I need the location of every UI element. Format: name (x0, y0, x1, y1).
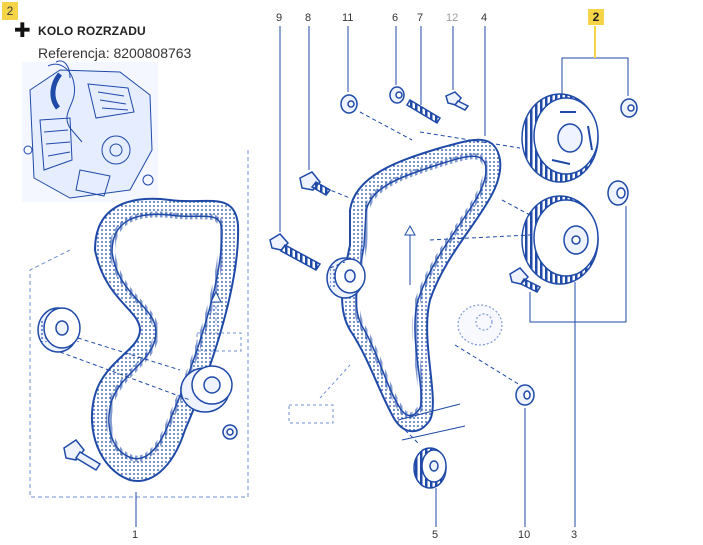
dashed-callout-center (288, 364, 351, 424)
part-reference: Referencja: 8200808763 (38, 45, 192, 61)
cap-lower (607, 180, 629, 206)
dashed-callout-left (196, 300, 242, 352)
washer-10 (515, 384, 535, 406)
spacer-6 (389, 86, 405, 104)
callout-2-selected[interactable]: 2 (588, 9, 604, 25)
callout-11[interactable]: 11 (342, 12, 354, 24)
camshaft-sprocket-upper (521, 93, 599, 183)
idler-pulley-left (37, 307, 81, 353)
callout-4[interactable]: 4 (481, 12, 488, 24)
tensioner-right (457, 304, 503, 346)
callout-1[interactable]: 1 (132, 529, 139, 541)
bolt-left (63, 438, 102, 472)
nut-11 (340, 94, 358, 114)
part-name: KOLO ROZRZADU (38, 24, 146, 38)
crankshaft-sprocket (413, 447, 447, 489)
dashed-arrow-mid (397, 224, 466, 441)
callout-7[interactable]: 7 (417, 12, 424, 24)
callout-leaders (135, 26, 629, 527)
camshaft-sprocket-lower (521, 195, 599, 285)
left-assembly-frame (29, 150, 249, 498)
stud-7 (405, 98, 442, 125)
corner-index-badge: 2 (2, 2, 18, 20)
callout-9[interactable]: 9 (276, 12, 283, 24)
plus-icon[interactable]: ✚ (14, 18, 31, 42)
alignment-lines (59, 111, 531, 446)
tensioner-left (180, 365, 238, 440)
callout-8[interactable]: 8 (305, 12, 312, 24)
cap-upper (620, 98, 638, 118)
bolt-8 (299, 171, 332, 196)
engine-thumbnail (22, 60, 158, 202)
arrow-head-left (210, 290, 222, 303)
idler-pulley-center (326, 257, 366, 299)
callout-12[interactable]: 12 (446, 12, 459, 24)
callout-5[interactable]: 5 (432, 529, 439, 541)
callout-3[interactable]: 3 (571, 529, 578, 541)
timing-belt-left (90, 197, 240, 482)
callout-10[interactable]: 10 (518, 529, 531, 541)
bolt-sprocket (509, 267, 542, 293)
bolt-12 (445, 91, 470, 111)
timing-belt-right (341, 138, 502, 433)
bolt-9 (269, 233, 322, 271)
callout-6[interactable]: 6 (392, 12, 399, 24)
